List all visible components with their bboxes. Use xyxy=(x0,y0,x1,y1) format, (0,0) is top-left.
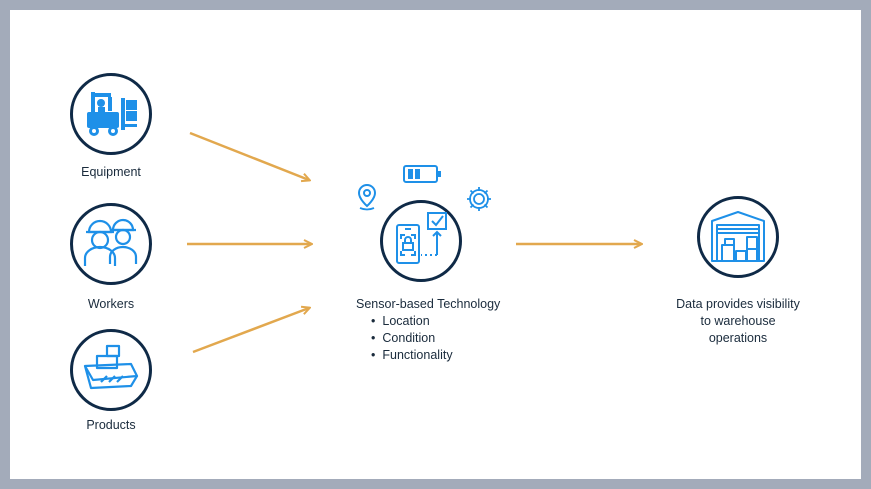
output-line-3: operations xyxy=(708,331,768,345)
products-circle xyxy=(70,329,152,411)
sensor-features-list: Location Condition Functionality xyxy=(371,313,453,364)
products-box-icon xyxy=(83,344,139,390)
sensor-technology-circle xyxy=(380,200,462,282)
arrow-products xyxy=(192,308,309,354)
warehouse-circle xyxy=(697,196,779,278)
feature-functionality: Functionality xyxy=(371,347,452,364)
diagram-canvas: Equipment Workers xyxy=(10,10,861,479)
workers-circle xyxy=(70,203,152,285)
mobile-sensor-icon xyxy=(396,212,447,264)
workers-icon xyxy=(83,218,138,266)
flow-arrows xyxy=(187,131,861,354)
products-label: Products xyxy=(86,418,136,432)
output-line-2: to warehouse xyxy=(700,314,776,328)
arrow-equipment xyxy=(189,131,309,180)
battery-icon xyxy=(403,165,441,183)
equipment-circle xyxy=(70,73,152,155)
equipment-label: Equipment xyxy=(81,165,141,179)
forklift-icon xyxy=(87,92,137,136)
output-description: Data provides visibility to warehouse op… xyxy=(658,296,818,347)
feature-location: Location xyxy=(371,313,453,330)
output-line-1: Data provides visibility xyxy=(676,297,800,311)
warehouse-icon xyxy=(711,211,765,262)
location-pin-icon xyxy=(357,183,377,211)
feature-condition: Condition xyxy=(371,330,453,347)
gear-icon xyxy=(467,187,491,211)
sensor-technology-title: Sensor-based Technology xyxy=(356,297,501,311)
workers-label: Workers xyxy=(87,297,135,311)
